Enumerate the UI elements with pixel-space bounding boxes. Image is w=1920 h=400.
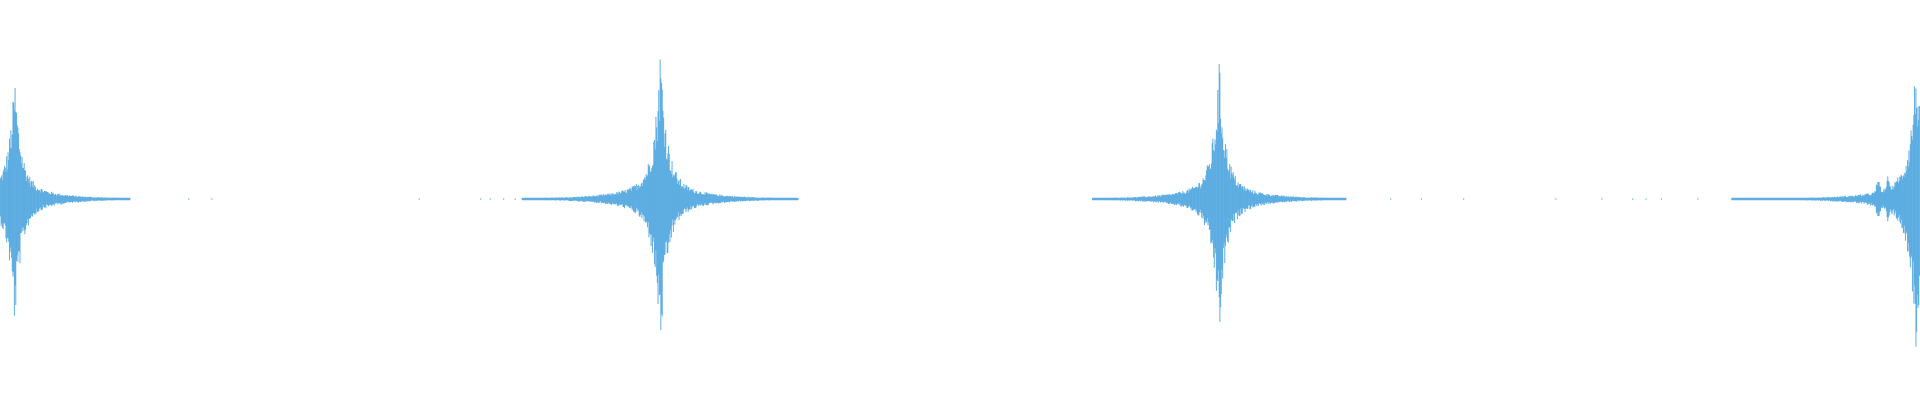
waveform-burst [1731, 86, 1920, 347]
waveform-speck [1601, 198, 1603, 200]
waveform-speck [1555, 198, 1557, 200]
waveform-burst [1091, 64, 1347, 322]
waveform-speck [1632, 198, 1634, 200]
waveform-burst [521, 59, 799, 331]
waveform-burst [0, 88, 131, 316]
waveform-speck [418, 198, 420, 200]
waveform-speck [480, 198, 482, 200]
waveform-speck [1463, 198, 1465, 200]
waveform-speck [1660, 198, 1662, 200]
waveform-speck [1645, 198, 1647, 200]
waveform-speck [514, 198, 516, 200]
waveform-speck [1420, 198, 1422, 200]
waveform-speck [188, 198, 190, 200]
waveform-speck [489, 198, 491, 200]
waveform-speck [211, 198, 213, 200]
waveform-speck [1697, 198, 1699, 200]
waveform-speck [503, 198, 505, 200]
waveform-speck [1390, 198, 1392, 200]
